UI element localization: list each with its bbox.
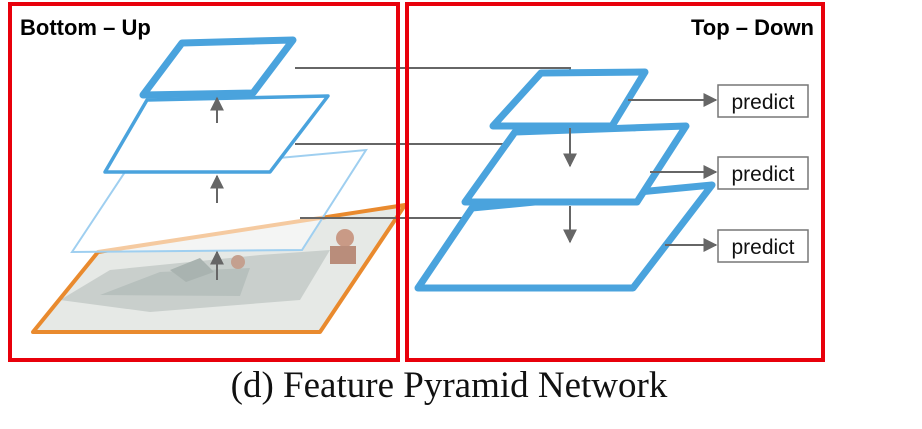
predict-box: predict [717, 84, 809, 118]
bottom-up-panel-border [8, 2, 400, 362]
predict-box: predict [717, 156, 809, 190]
bottom-up-level-2-feature-map [103, 94, 330, 174]
bottom-up-level-3-feature-map [139, 36, 297, 99]
top-down-panel: predict predict predict [414, 68, 809, 292]
predict-box: predict [717, 229, 809, 263]
bottom-up-panel [31, 36, 407, 334]
bottom-up-level-1-feature-map [70, 148, 368, 254]
input-image [33, 205, 405, 332]
top-down-label: Top – Down [691, 15, 814, 40]
top-down-panel-border [405, 2, 825, 362]
bottom-up-label: Bottom – Up [20, 15, 151, 40]
predict-label: predict [731, 236, 794, 259]
top-down-level-3-feature-map [489, 68, 649, 130]
predict-label: predict [731, 91, 794, 114]
figure-caption: (d) Feature Pyramid Network [231, 365, 668, 406]
predict-label: predict [731, 163, 794, 186]
